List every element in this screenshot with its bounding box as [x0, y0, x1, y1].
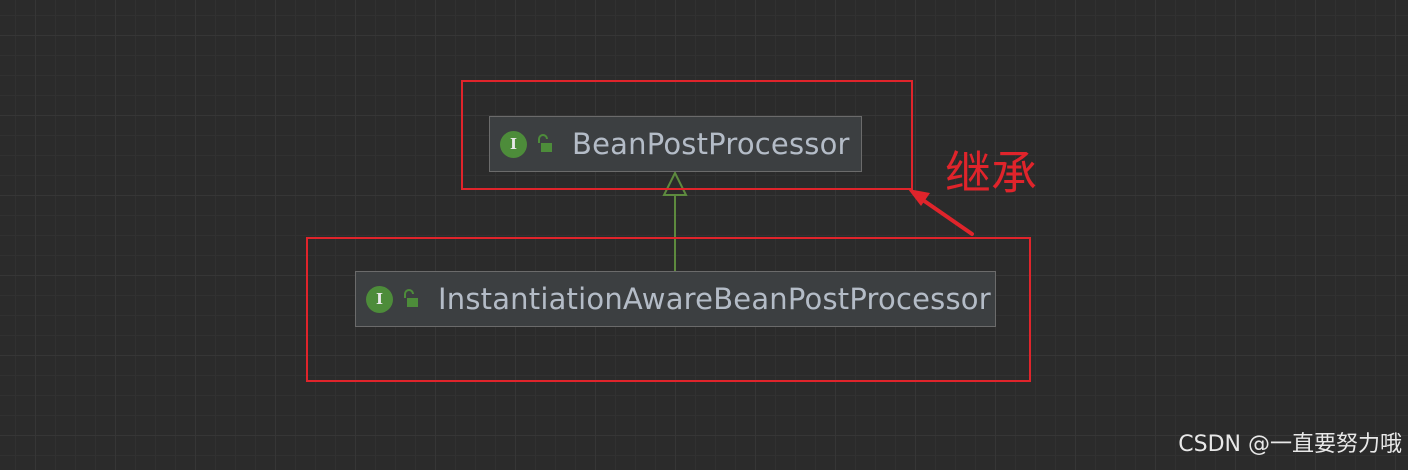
uml-node-instantiation-aware-bean-post-processor[interactable]: I InstantiationAwareBeanPostProcessor: [355, 271, 996, 327]
node-label: BeanPostProcessor: [572, 127, 850, 161]
annotation-arrowhead-icon: [908, 189, 930, 206]
interface-icon: I: [366, 285, 393, 313]
annotation-arrow-line: [918, 196, 974, 236]
annotation-label: 继承: [945, 146, 1037, 200]
interface-icon: I: [500, 130, 527, 158]
uml-node-bean-post-processor[interactable]: I BeanPostProcessor: [489, 116, 862, 172]
unlocked-padlock-icon: [538, 134, 552, 152]
watermark: CSDN @一直要努力哦: [1178, 432, 1402, 457]
highlight-box-child: [306, 237, 1031, 382]
highlight-box-parent: [461, 80, 913, 190]
unlocked-padlock-icon: [404, 289, 418, 307]
node-label: InstantiationAwareBeanPostProcessor: [438, 282, 991, 316]
